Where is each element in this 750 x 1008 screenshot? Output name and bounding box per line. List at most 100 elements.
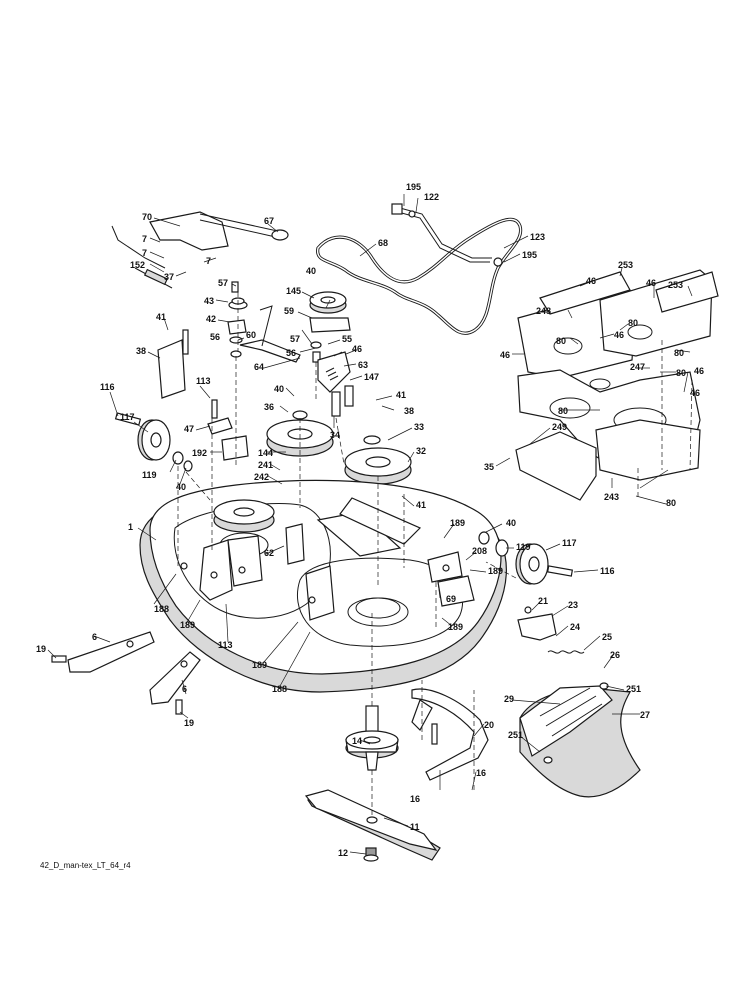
callout: 38 [136,346,146,356]
callout: 25 [602,632,612,642]
leader-lines [47,194,693,855]
callout: 6 [182,684,187,694]
callout: 16 [410,794,420,804]
callout: 80 [676,368,686,378]
callout: 59 [284,306,294,316]
callout: 247 [630,362,645,372]
callout: 24 [570,622,580,632]
callout: 16 [476,768,486,778]
callout: 46 [690,388,700,398]
callout: 117 [120,412,135,422]
clutch-linkage [111,211,289,289]
callout: 188 [272,684,287,694]
callout: 116 [600,566,615,576]
callout: 41 [156,312,166,322]
callout: 241 [258,460,273,470]
callout: 46 [646,278,656,288]
right-gauge-wheel [478,531,574,585]
callout: 7 [142,248,147,258]
callout: 46 [586,276,596,286]
callout: 251 [626,684,641,694]
callout: 34 [330,430,340,440]
callout: 64 [254,362,264,372]
callout: 243 [604,492,619,502]
callout: 46 [694,366,704,376]
callout: 189 [252,660,267,670]
callout: 43 [204,296,214,306]
deck-front-brackets [180,523,335,621]
callout: 253 [618,260,633,270]
callout: 57 [218,278,228,288]
callout: 80 [674,348,684,358]
callout: 55 [342,334,352,344]
callout: 40 [274,384,284,394]
callout: 69 [446,594,456,604]
discharge-chute [519,682,641,798]
callout: 19 [36,644,46,654]
callout: 38 [404,406,414,416]
callout: 253 [668,280,683,290]
callout: 35 [484,462,494,472]
callout: 46 [614,330,624,340]
callout: 12 [338,848,348,858]
stabilizer-link-upper [51,631,155,673]
callout: 29 [504,694,514,704]
tension-bracket [317,351,354,417]
callout: 46 [352,344,362,354]
callout: 1 [128,522,133,532]
callout: 21 [538,596,548,606]
callout: 248 [536,306,551,316]
callout: 119 [142,470,157,480]
callout: 11 [410,822,420,832]
callout: 62 [264,548,274,558]
callout: 23 [568,600,578,610]
callout: 242 [254,472,269,482]
drive-belt [316,217,523,335]
callout: 113 [196,376,211,386]
stabilizer-link-lower [149,651,201,715]
callout: 26 [610,650,620,660]
callout: 70 [142,212,152,222]
left-arm-bracket [157,329,249,461]
blade-bolt [363,847,379,862]
left-spindle-pulley [266,410,334,457]
callout: 192 [192,448,207,458]
callout-labels: 195 122 123 195 68 70 67 7 7 152 7 37 57… [36,182,704,858]
callout: 80 [666,498,676,508]
callout: 40 [506,518,516,528]
left-gauge-wheel [114,412,193,472]
lift-link [411,688,489,781]
callout: 80 [628,318,638,328]
spindle-housing [345,705,399,771]
callout: 122 [424,192,439,202]
callout: 67 [264,216,274,226]
callout: 208 [472,546,487,556]
callout: 145 [286,286,301,296]
callout: 7 [142,234,147,244]
callout: 119 [516,542,531,552]
callout: 40 [176,482,186,492]
callout: 19 [184,718,194,728]
callout: 123 [530,232,545,242]
callout: 42 [206,314,216,324]
callout: 144 [258,448,273,458]
callout: 68 [378,238,388,248]
callout: 41 [416,500,426,510]
callout: 147 [364,372,379,382]
callout: 60 [246,330,256,340]
callout: 56 [286,348,296,358]
deck-right-bracket [427,551,475,607]
callout: 80 [556,336,566,346]
callout: 116 [100,382,115,392]
callout: 189 [450,518,465,528]
mower-blade [304,789,441,861]
callout: 63 [358,360,368,370]
callout: 195 [522,250,537,260]
callout: 46 [500,350,510,360]
callout: 189 [180,620,195,630]
callout: 80 [558,406,568,416]
callout: 40 [306,266,316,276]
callout: 56 [210,332,220,342]
